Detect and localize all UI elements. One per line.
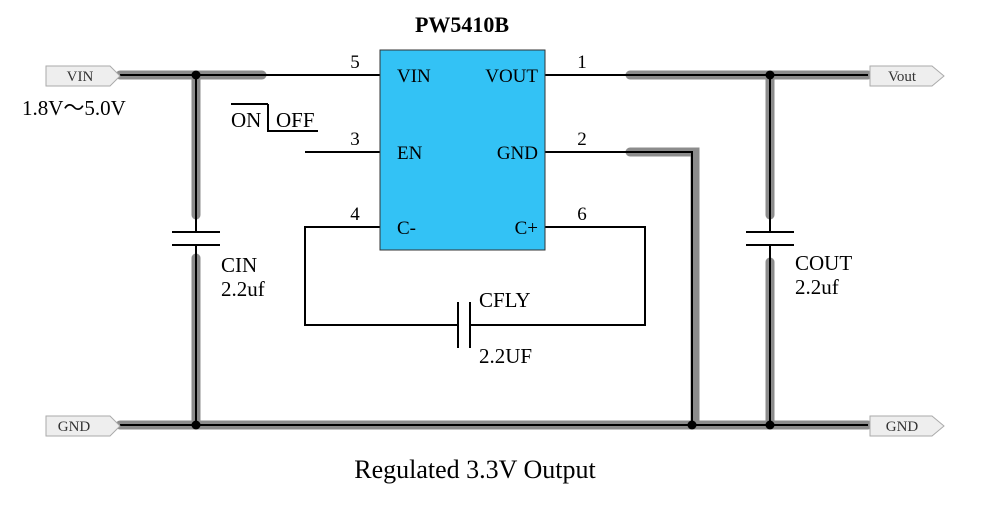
junction-dots xyxy=(191,70,775,430)
pin-name-vout: VOUT xyxy=(485,66,538,87)
port-gnd-left-shape xyxy=(45,415,121,437)
cout-value: 2.2uf xyxy=(795,275,839,299)
wires xyxy=(120,74,868,426)
pin-number-1: 1 xyxy=(577,52,587,73)
port-gnd-right: GND xyxy=(869,415,945,437)
input-voltage-range: 1.8V～5.0V xyxy=(22,96,126,120)
port-vin: VIN xyxy=(45,65,121,87)
cfly-value: 2.2UF xyxy=(479,344,532,368)
pin-number-6: 6 xyxy=(577,204,587,225)
cin-value: 2.2uf xyxy=(221,277,265,301)
cfly-name: CFLY xyxy=(479,288,531,312)
chip-title: PW5410B xyxy=(415,12,509,37)
port-vout: Vout xyxy=(869,65,945,87)
pin-number-3: 3 xyxy=(350,129,360,150)
diagram-caption: Regulated 3.3V Output xyxy=(354,455,596,484)
port-vin-label: VIN xyxy=(67,69,94,85)
wire-gnd-pin xyxy=(545,151,693,425)
cout-capacitor xyxy=(746,231,794,246)
port-vout-label: Vout xyxy=(888,69,917,85)
pin-name-gnd: GND xyxy=(497,143,538,164)
off-label: OFF xyxy=(276,108,315,132)
wire-cfly-right xyxy=(470,226,646,326)
pin-number-5: 5 xyxy=(350,52,360,73)
cout-name: COUT xyxy=(795,251,852,275)
pin-number-2: 2 xyxy=(577,129,587,150)
pin-number-4: 4 xyxy=(350,204,360,225)
pin-name-en: EN xyxy=(397,143,423,164)
port-gnd-right-shape xyxy=(869,415,945,437)
cin-capacitor xyxy=(172,231,220,246)
port-gnd-left-label: GND xyxy=(58,419,91,435)
on-off-separator xyxy=(267,104,318,132)
pin-name-cplus: C+ xyxy=(515,218,538,239)
trace-gnd-pin-highlight xyxy=(625,147,700,430)
on-label: ON xyxy=(231,108,261,132)
cin-name: CIN xyxy=(221,253,257,277)
on-off-indicator: ON OFF xyxy=(231,103,318,132)
port-vout-shape xyxy=(869,65,945,87)
wire-cfly-left xyxy=(304,226,458,326)
chip-body xyxy=(379,49,546,251)
port-gnd-left: GND xyxy=(45,415,121,437)
pin-name-vin: VIN xyxy=(397,66,431,87)
port-vin-shape xyxy=(45,65,121,87)
pin-name-cminus: C- xyxy=(397,218,416,239)
port-gnd-right-label: GND xyxy=(886,419,919,435)
cfly-capacitor xyxy=(457,302,471,348)
